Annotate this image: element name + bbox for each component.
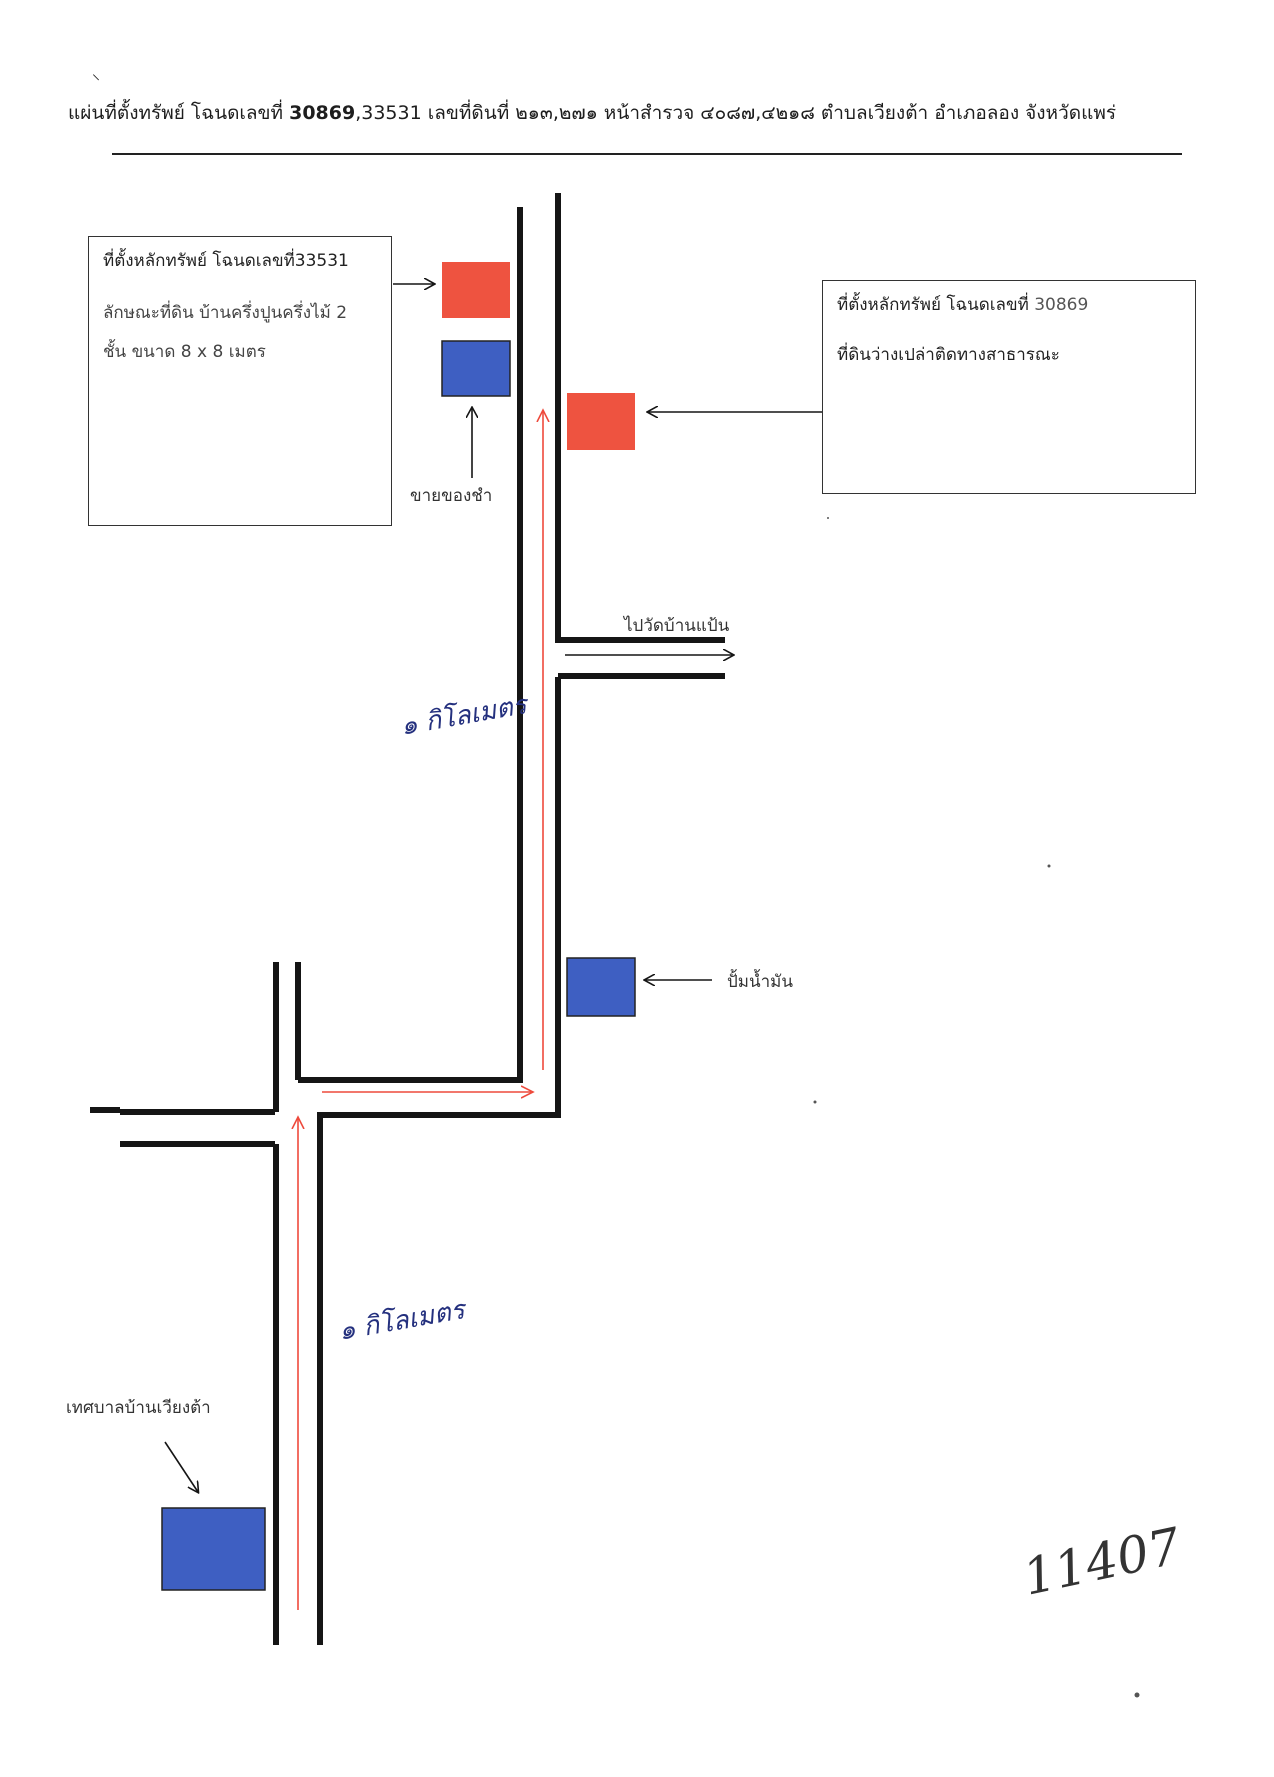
main-road-east-edge-lower (317, 677, 561, 1118)
municipality-marker (161, 1507, 266, 1591)
right-box-title: ที่ตั้งหลักทรัพย์ โฉนดเลขที่ 30869 (837, 293, 1181, 319)
title-rest: ,33531 เลขที่ดินที่ ๒๑๓,๒๗๑ หน้าสำรวจ ๔๐… (355, 102, 1117, 124)
property-30869-info-box: ที่ตั้งหลักทรัพย์ โฉนดเลขที่ 30869 ที่ดิ… (822, 280, 1196, 494)
temple-road (558, 637, 725, 679)
shop-label: ขายของชำ (410, 486, 493, 506)
header-divider (112, 153, 1182, 155)
title-prefix: แผ่นที่ตั้งทรัพย์ โฉนดเลขที่ (68, 102, 290, 124)
right-box-title-text: ที่ตั้งหลักทรัพย์ โฉนดเลขที่ (837, 295, 1035, 315)
left-box-title: ที่ตั้งหลักทรัพย์ โฉนดเลขที่33531 (103, 251, 349, 271)
west-road (90, 1107, 275, 1147)
title-deed-number: 30869 (289, 102, 356, 124)
lower-road (273, 962, 323, 1645)
shop-marker (441, 340, 511, 397)
gas-station-label: ปั้มน้ำมัน (727, 972, 793, 992)
municipality-pointer (164, 1441, 198, 1492)
property-33531-marker (442, 262, 510, 318)
scan-specks (813, 517, 1140, 1698)
municipality-label: เทศบาลบ้านเวียงต้า (66, 1398, 211, 1418)
scan-mark: ⸜ (92, 64, 101, 83)
temple-label: ไปวัดบ้านแป้น (624, 616, 730, 636)
gas-station-marker (566, 957, 636, 1017)
property-30869-marker (567, 393, 635, 450)
right-box-deed-number: 30869 (1034, 295, 1089, 315)
property-33531-info-box: ที่ตั้งหลักทรัพย์ โฉนดเลขที่33531 ลักษณะ… (88, 236, 392, 526)
route (298, 410, 543, 1610)
left-box-land-type: ลักษณะที่ดิน บ้านครึ่งปูนครึ่งไม้ 2 (103, 302, 348, 323)
right-box-description: ที่ดินว่างเปล่าติดทางสาธารณะ (837, 344, 1060, 365)
left-box-size: ชั้น ขนาด 8 x 8 เมตร (103, 342, 266, 362)
main-road (317, 193, 561, 1118)
page-title: แผ่นที่ตั้งทรัพย์ โฉนดเลขที่ 30869,33531… (68, 98, 1248, 128)
